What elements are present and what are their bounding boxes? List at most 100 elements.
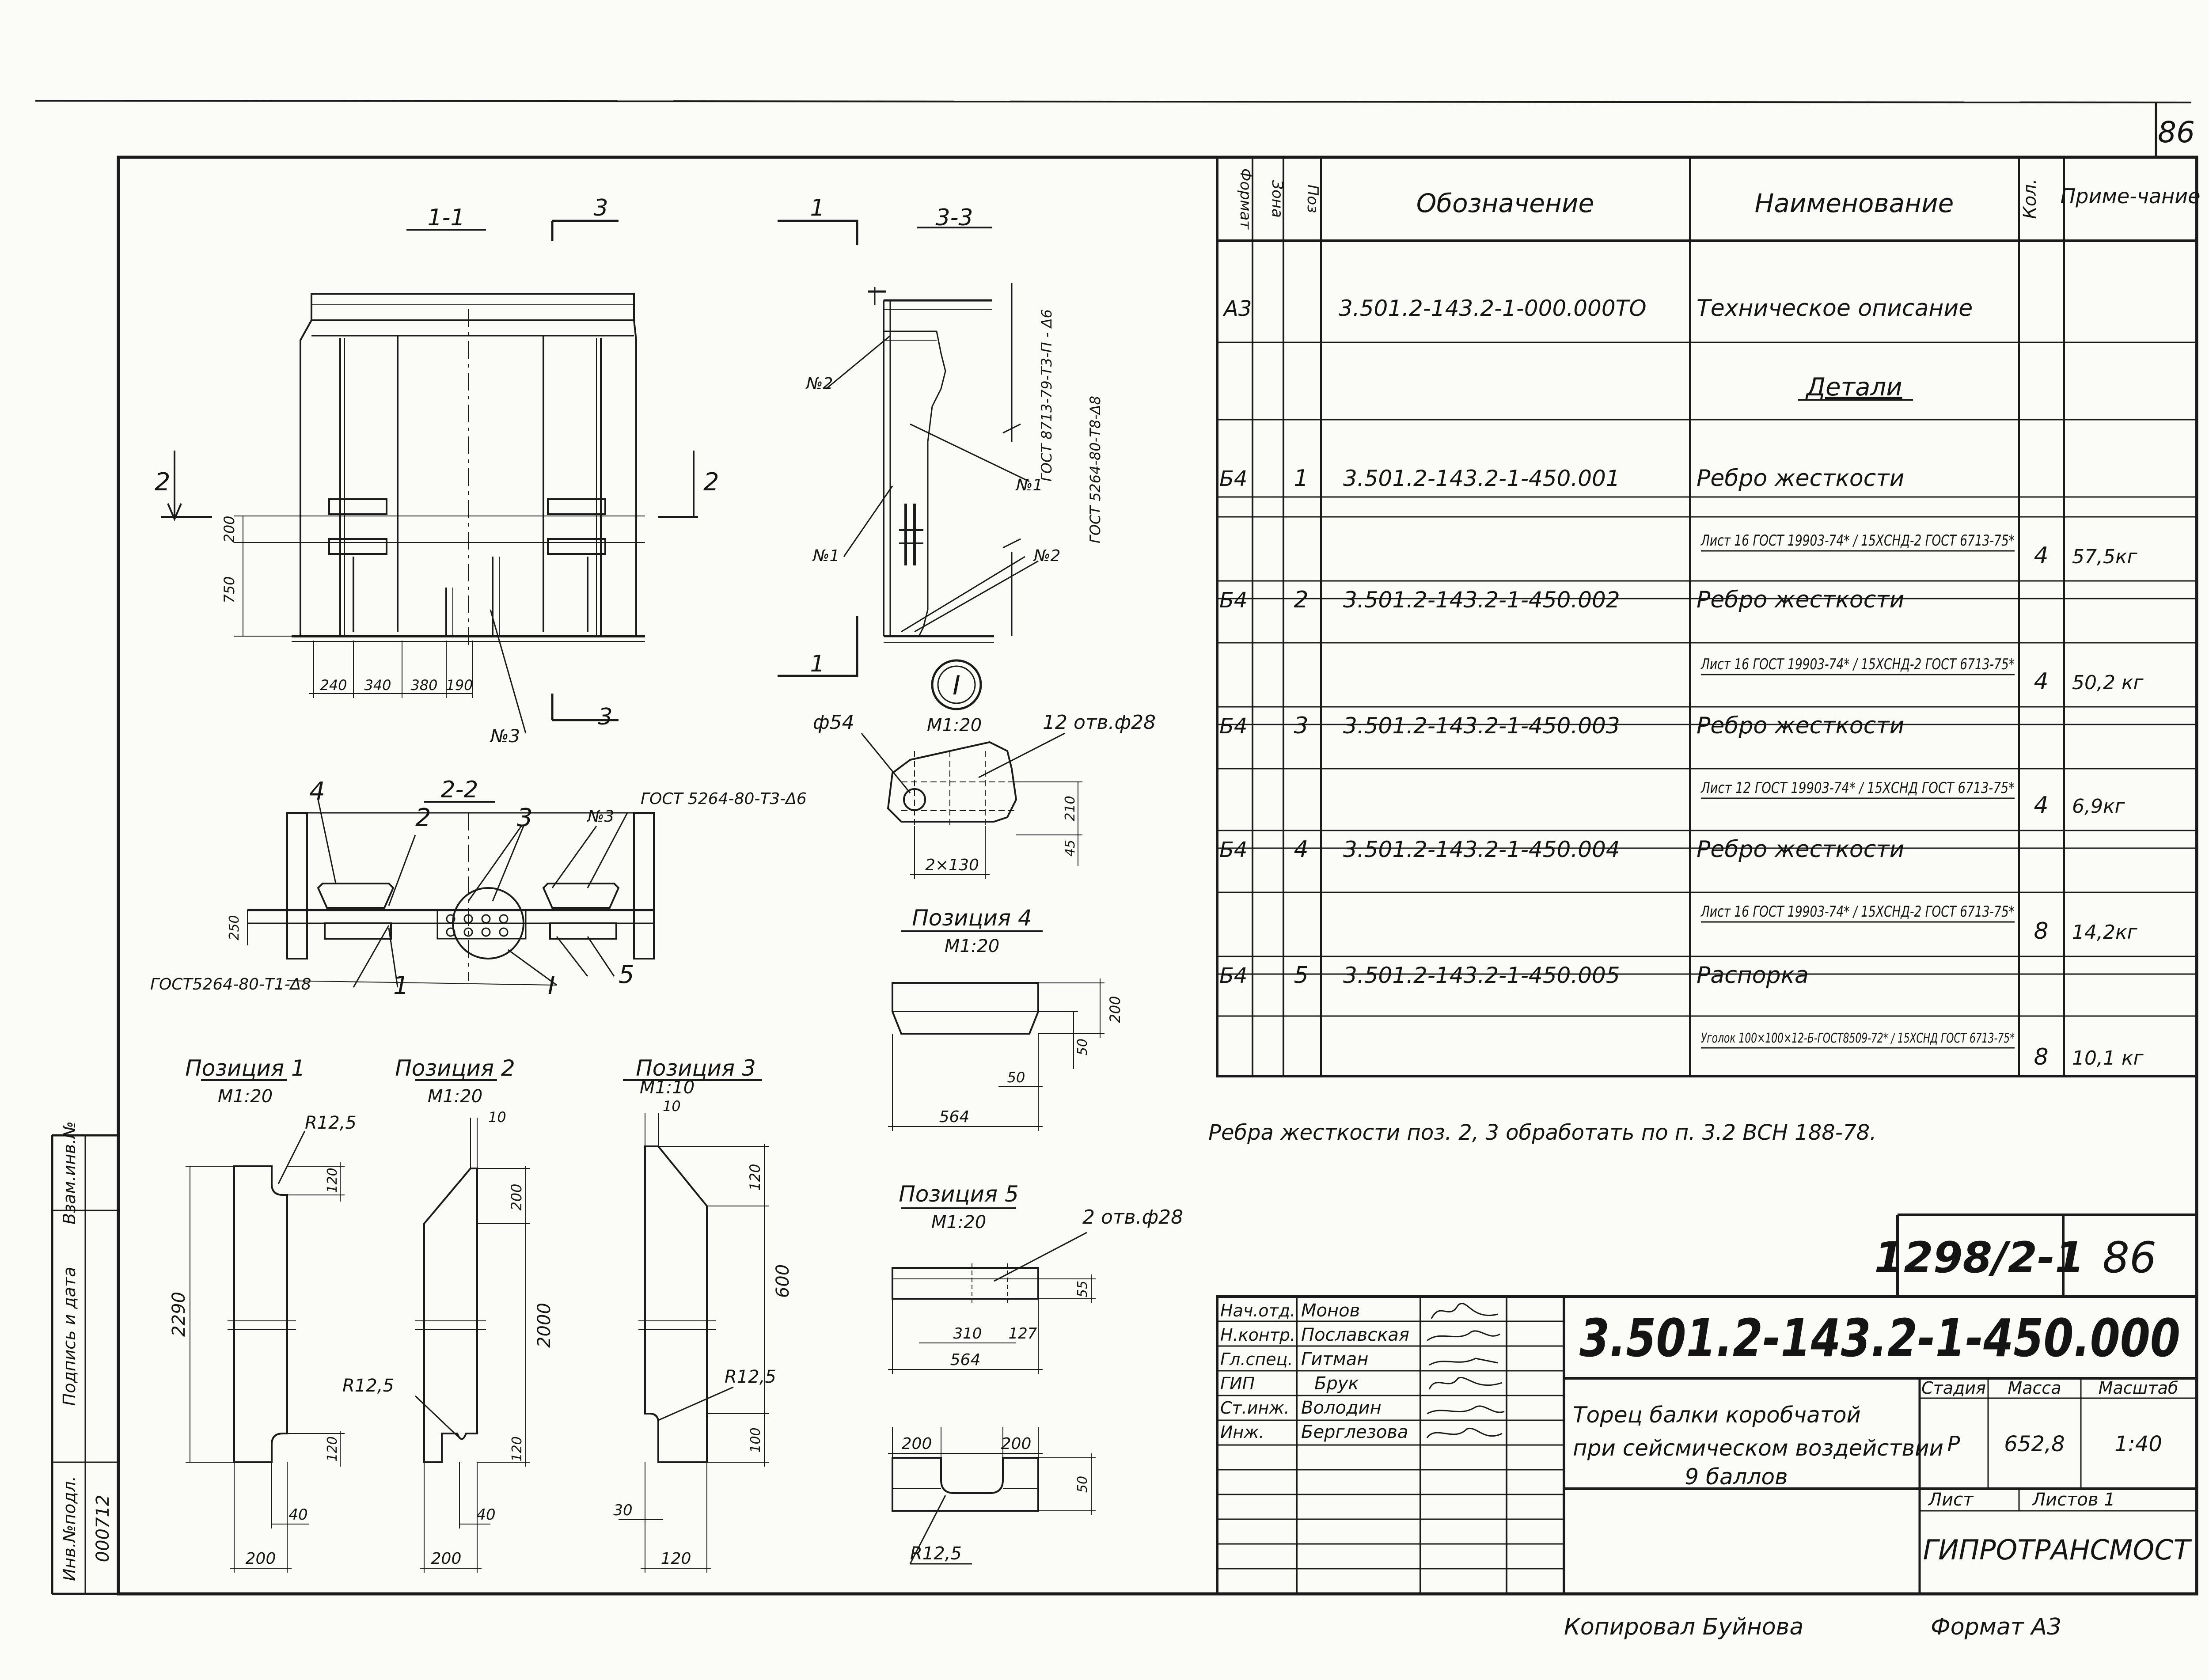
- signature-3: [1428, 1377, 1503, 1390]
- pos4-dim-50-horiz: 50: [1007, 1069, 1025, 1086]
- pos3-dim-120-top: 120: [747, 1164, 763, 1191]
- weld-label-5264-t8: ГОСТ 5264-80-Т8-Δ8: [1087, 396, 1104, 543]
- pos5-holes: 2 отв.ф28: [1082, 1206, 1183, 1229]
- position-3: [619, 1079, 769, 1573]
- spec-row-4-format: Б4: [1219, 588, 1247, 613]
- node-holes-count: 12 отв.ф28: [1043, 711, 1156, 734]
- spec-row-4-name: Ребро жесткости: [1697, 587, 1904, 613]
- drawing-title-line-3: 9 баллов: [1685, 1464, 1788, 1490]
- spec-row-10-name: Распорка: [1697, 962, 1809, 989]
- pos1-dim-2290: 2290: [169, 1292, 189, 1337]
- spec-row-6-name: Ребро жесткости: [1697, 713, 1904, 739]
- sheet-code: 86: [2103, 1233, 2156, 1282]
- spec-row-0-format: А3: [1222, 296, 1252, 321]
- spec-header-designation: Обозначение: [1416, 188, 1594, 218]
- spec-header-note: Приме-чание: [2061, 184, 2201, 208]
- pos2-dim-120: 120: [509, 1436, 525, 1461]
- position-5: [888, 1207, 1096, 1565]
- view-title-2-2: 2-2: [441, 777, 478, 803]
- spec-row-3-qty: 4: [2034, 542, 2048, 569]
- pos4-title: Позиция 4: [912, 905, 1032, 931]
- title-block-row-lines: [1217, 1320, 1564, 1570]
- spec-row-8-name: Ребро жесткости: [1697, 836, 1904, 863]
- dim-250: 250: [227, 915, 242, 940]
- spec-row-5-note: 50,2 кг: [2072, 671, 2144, 694]
- spec-row-3-note: 57,5кг: [2072, 546, 2138, 568]
- pos2-dim-2000: 2000: [534, 1303, 554, 1348]
- spec-row-8-designation: 3.501.2-143.2-1-450.004: [1343, 837, 1620, 862]
- spec-table-row-lines: [1217, 341, 2197, 1017]
- pos3-dim-10: 10: [663, 1098, 681, 1115]
- pos2-dim-200-bottom: 200: [431, 1550, 462, 1568]
- pos2-radius: R12,5: [342, 1376, 394, 1396]
- left-strip-label-sign: Подпись и дата: [60, 1267, 79, 1406]
- spec-row-9-qty: 8: [2034, 918, 2048, 944]
- pos1-dim-120-top: 120: [325, 1168, 340, 1193]
- pos3-title: Позиция 3: [636, 1055, 756, 1081]
- section-1-1: [161, 220, 698, 734]
- callout-I: I: [548, 971, 555, 1000]
- album-number: 1298/2-1: [1874, 1233, 2084, 1282]
- callout-5: 5: [619, 960, 634, 989]
- pos4-scale: М1:20: [945, 936, 999, 956]
- pos2-dim-40: 40: [476, 1506, 495, 1524]
- node-I-marker: I: [953, 670, 960, 701]
- copied-by: Копировал Буйнова: [1564, 1614, 1803, 1640]
- spec-note: Ребра жесткости поз. 2, 3 обработать по …: [1208, 1120, 1876, 1145]
- spec-row-2-designation: 3.501.2-143.2-1-450.001: [1343, 466, 1620, 491]
- item-no2-label-bottom: №2: [1033, 547, 1060, 565]
- pos2-scale: М1:20: [428, 1086, 482, 1107]
- spec-header-qty: Кол.: [2020, 178, 2040, 219]
- position-1: [186, 1079, 345, 1573]
- view-title-1-1: 1-1: [428, 205, 465, 231]
- spec-row-10-designation: 3.501.2-143.2-1-450.005: [1343, 963, 1620, 988]
- pos1-dim-200: 200: [246, 1550, 276, 1568]
- spec-row-0-name: Техническое описание: [1697, 295, 1973, 322]
- stage-value: Р: [1947, 1432, 1960, 1456]
- person-role-5: Инж.: [1220, 1422, 1264, 1442]
- node-I-detail: [861, 732, 1082, 879]
- sheets-count-label: Листов 1: [2031, 1490, 2115, 1510]
- cut-mark-3-top: 3: [593, 195, 608, 221]
- signature-scribbles: [1426, 1303, 1505, 1438]
- spec-row-11-note: 10,1 кг: [2072, 1047, 2144, 1069]
- pos3-dim-600: 600: [773, 1264, 793, 1298]
- spec-row-4-designation: 3.501.2-143.2-1-450.002: [1343, 587, 1620, 613]
- spec-row-5-qty: 4: [2034, 668, 2048, 695]
- scale-value: 1:40: [2114, 1432, 2162, 1456]
- sheet-label: Лист: [1928, 1490, 1974, 1510]
- pos1-radius: R12,5: [305, 1113, 357, 1133]
- callout-4: 4: [309, 777, 325, 806]
- spec-row-6-format: Б4: [1219, 714, 1247, 739]
- weld-label-8713: ГОСТ 8713-79-Т3-П - Δ6: [1038, 309, 1055, 482]
- spec-row-11-qty: 8: [2034, 1044, 2048, 1070]
- spec-header-zone: Зона: [1268, 180, 1286, 218]
- signature-5: [1426, 1427, 1503, 1438]
- spec-row-7-material: Лист 12 ГОСТ 19903-74* / 15ХСНД ГОСТ 671…: [1700, 779, 2015, 797]
- spec-row-6-pos: 3: [1294, 713, 1308, 739]
- person-role-3: ГИП: [1220, 1374, 1255, 1393]
- document-code: 3.501.2-143.2-1-450.000: [1579, 1308, 2180, 1369]
- spec-row-2-pos: 1: [1294, 465, 1308, 492]
- dim-380: 380: [410, 677, 437, 694]
- pos5-dim-564: 564: [950, 1351, 981, 1369]
- weld-label-5264-t3: ГОСТ 5264-80-Т3-Δ6: [641, 790, 807, 808]
- spec-row-0-designation: 3.501.2-143.2-1-000.000ТО: [1339, 296, 1647, 321]
- dim-200-section-1-1: 200: [221, 516, 238, 542]
- cut-mark-3-bottom: 3: [598, 704, 612, 730]
- left-strip-label-replace: Взам.инв.№: [60, 1121, 79, 1225]
- pos5-dim-127: 127: [1009, 1325, 1037, 1342]
- item-no2-label-top: №2: [805, 375, 833, 393]
- pos2-dim-200-top: 200: [508, 1183, 525, 1210]
- signature-4: [1427, 1405, 1505, 1415]
- position-2: [414, 1079, 530, 1573]
- spec-header-pos: Поз: [1304, 185, 1321, 213]
- spec-table-grid: [1216, 156, 2198, 1077]
- dim-240: 240: [320, 677, 347, 694]
- spec-row-9-note: 14,2кг: [2072, 921, 2138, 944]
- pos5-dim-50: 50: [1075, 1476, 1090, 1493]
- callout-2: 2: [415, 804, 431, 832]
- signature-0: [1431, 1303, 1498, 1319]
- spec-row-7-qty: 4: [2034, 792, 2048, 819]
- person-role-2: Гл.спец.: [1220, 1350, 1293, 1369]
